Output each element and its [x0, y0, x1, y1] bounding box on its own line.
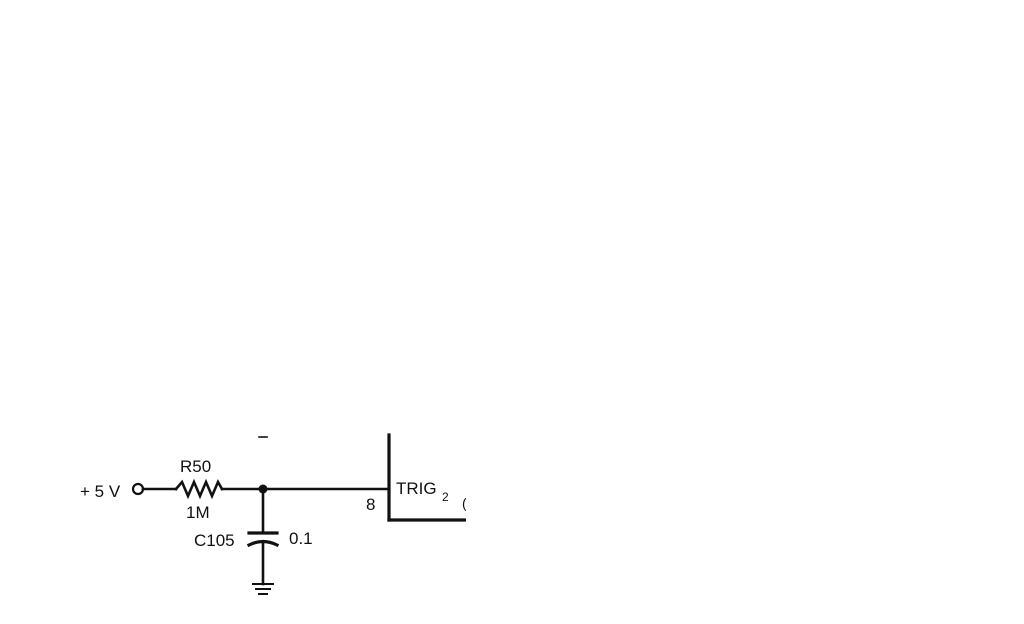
ic-pin-name: TRIG — [396, 479, 437, 498]
ground-symbol — [252, 583, 274, 595]
clipped-glyph: ( — [462, 495, 467, 511]
capacitor-ref-label: C105 — [194, 531, 235, 550]
capacitor-value-label: 0.1 — [289, 529, 313, 548]
ic-pin-subscript: 2 — [442, 490, 449, 504]
resistor-r50 — [174, 478, 224, 500]
crop-mask — [466, 430, 506, 530]
resistor-value-label: 1M — [186, 503, 210, 522]
supply-voltage-label: + 5 V — [80, 482, 121, 501]
supply-terminal — [131, 482, 145, 496]
ic-pin-number: 8 — [366, 495, 375, 514]
resistor-ref-label: R50 — [180, 457, 211, 476]
